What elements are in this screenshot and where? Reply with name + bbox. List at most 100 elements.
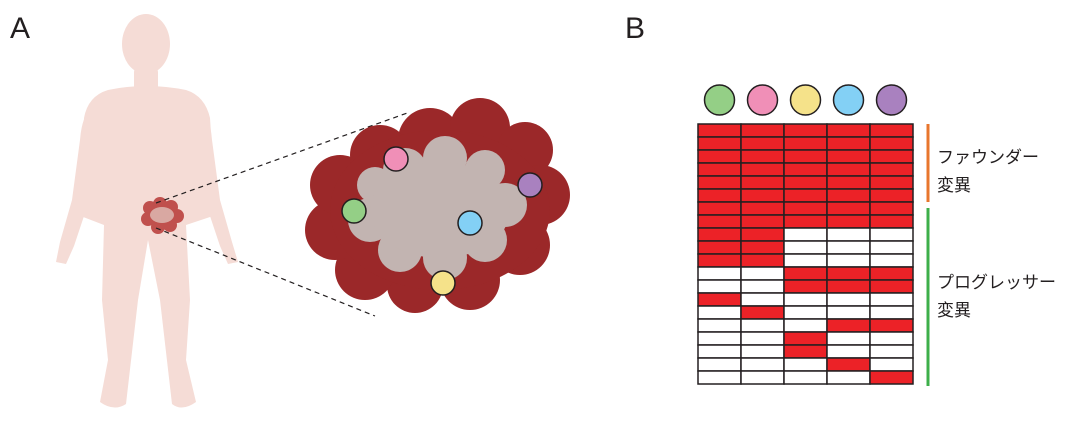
matrix-cell	[826, 344, 871, 359]
matrix-cell	[740, 240, 785, 255]
matrix-cell	[826, 214, 871, 229]
matrix-cell	[869, 149, 914, 164]
matrix-cell	[826, 305, 871, 320]
matrix-cell	[697, 175, 742, 190]
matrix-cell	[826, 123, 871, 138]
matrix-cell	[740, 318, 785, 333]
matrix-cell	[869, 266, 914, 281]
tumor-subclone-purple	[517, 172, 543, 198]
matrix-cell	[783, 149, 828, 164]
matrix-cell	[697, 123, 742, 138]
founder-label-line1: ファウンダー	[937, 148, 1039, 168]
matrix-cell	[869, 344, 914, 359]
matrix-cell	[740, 253, 785, 268]
header-circle-green	[703, 84, 736, 116]
matrix-cell	[697, 370, 742, 385]
matrix-cell	[740, 136, 785, 151]
matrix-cell	[826, 253, 871, 268]
matrix-cell	[826, 201, 871, 216]
matrix-cell	[740, 123, 785, 138]
matrix-cell	[697, 136, 742, 151]
matrix-cell	[740, 175, 785, 190]
zoom-line-bottom	[155, 227, 376, 317]
matrix-cell	[826, 318, 871, 333]
header-circle-purple	[875, 84, 908, 116]
matrix-cell	[783, 292, 828, 307]
progressor-label-line1: プログレッサー	[937, 273, 1056, 293]
matrix-cell	[697, 279, 742, 294]
matrix-cell	[783, 344, 828, 359]
matrix-cell	[697, 240, 742, 255]
tumor-subclone-yellow	[430, 270, 456, 296]
small-tumor	[141, 197, 184, 234]
matrix-cell	[869, 305, 914, 320]
matrix-cell	[783, 201, 828, 216]
matrix-cell	[697, 227, 742, 242]
matrix-cell	[697, 266, 742, 281]
matrix-cell	[869, 214, 914, 229]
matrix-cell	[697, 357, 742, 372]
matrix-cell	[826, 240, 871, 255]
matrix-cell	[783, 188, 828, 203]
tumor-subclone-green	[341, 198, 367, 224]
matrix-cell	[783, 136, 828, 151]
matrix-cell	[826, 292, 871, 307]
matrix-cell	[783, 279, 828, 294]
panel-b-label: B	[625, 12, 646, 45]
matrix-cell	[869, 370, 914, 385]
founder-label: ファウンダー 変異	[937, 146, 1039, 198]
matrix-cell	[740, 305, 785, 320]
matrix-cell	[783, 305, 828, 320]
matrix-cell	[869, 162, 914, 177]
matrix-cell	[697, 344, 742, 359]
matrix-cell	[869, 123, 914, 138]
matrix-cell	[740, 266, 785, 281]
matrix-cell	[740, 214, 785, 229]
matrix-cell	[826, 331, 871, 346]
matrix-cell	[826, 357, 871, 372]
header-circle-yellow	[789, 84, 822, 116]
matrix-cell	[740, 292, 785, 307]
matrix-cell	[783, 123, 828, 138]
matrix-cell	[740, 344, 785, 359]
matrix-cell	[869, 357, 914, 372]
matrix-cell	[740, 331, 785, 346]
matrix-cell	[869, 292, 914, 307]
matrix-cell	[869, 240, 914, 255]
matrix-cell	[740, 201, 785, 216]
matrix-cell	[869, 279, 914, 294]
matrix-cell	[783, 162, 828, 177]
matrix-cell	[740, 149, 785, 164]
matrix-cell	[740, 188, 785, 203]
tumor-subclone-pink	[383, 146, 409, 172]
matrix-cell	[826, 279, 871, 294]
matrix-cell	[697, 201, 742, 216]
matrix-cell	[783, 227, 828, 242]
matrix-cell	[869, 331, 914, 346]
matrix-cell	[783, 253, 828, 268]
matrix-cell	[869, 201, 914, 216]
matrix-cell	[826, 188, 871, 203]
matrix-cell	[740, 357, 785, 372]
matrix-cell	[697, 331, 742, 346]
matrix-cell	[783, 214, 828, 229]
matrix-cell	[783, 266, 828, 281]
matrix-cell	[826, 136, 871, 151]
matrix-cell	[869, 227, 914, 242]
matrix-cell	[740, 279, 785, 294]
header-circle-blue	[832, 84, 865, 116]
human-body-silhouette	[56, 14, 238, 408]
matrix-cell	[697, 188, 742, 203]
matrix-cell	[740, 227, 785, 242]
panel-a-label: A	[10, 12, 31, 45]
matrix-cell	[697, 149, 742, 164]
matrix-cell	[783, 318, 828, 333]
matrix-cell	[826, 175, 871, 190]
matrix-cell	[826, 227, 871, 242]
matrix-cell	[697, 292, 742, 307]
progressor-label: プログレッサー 変異	[937, 271, 1056, 323]
matrix-cell	[740, 162, 785, 177]
matrix-cell	[826, 162, 871, 177]
matrix-cell	[783, 357, 828, 372]
